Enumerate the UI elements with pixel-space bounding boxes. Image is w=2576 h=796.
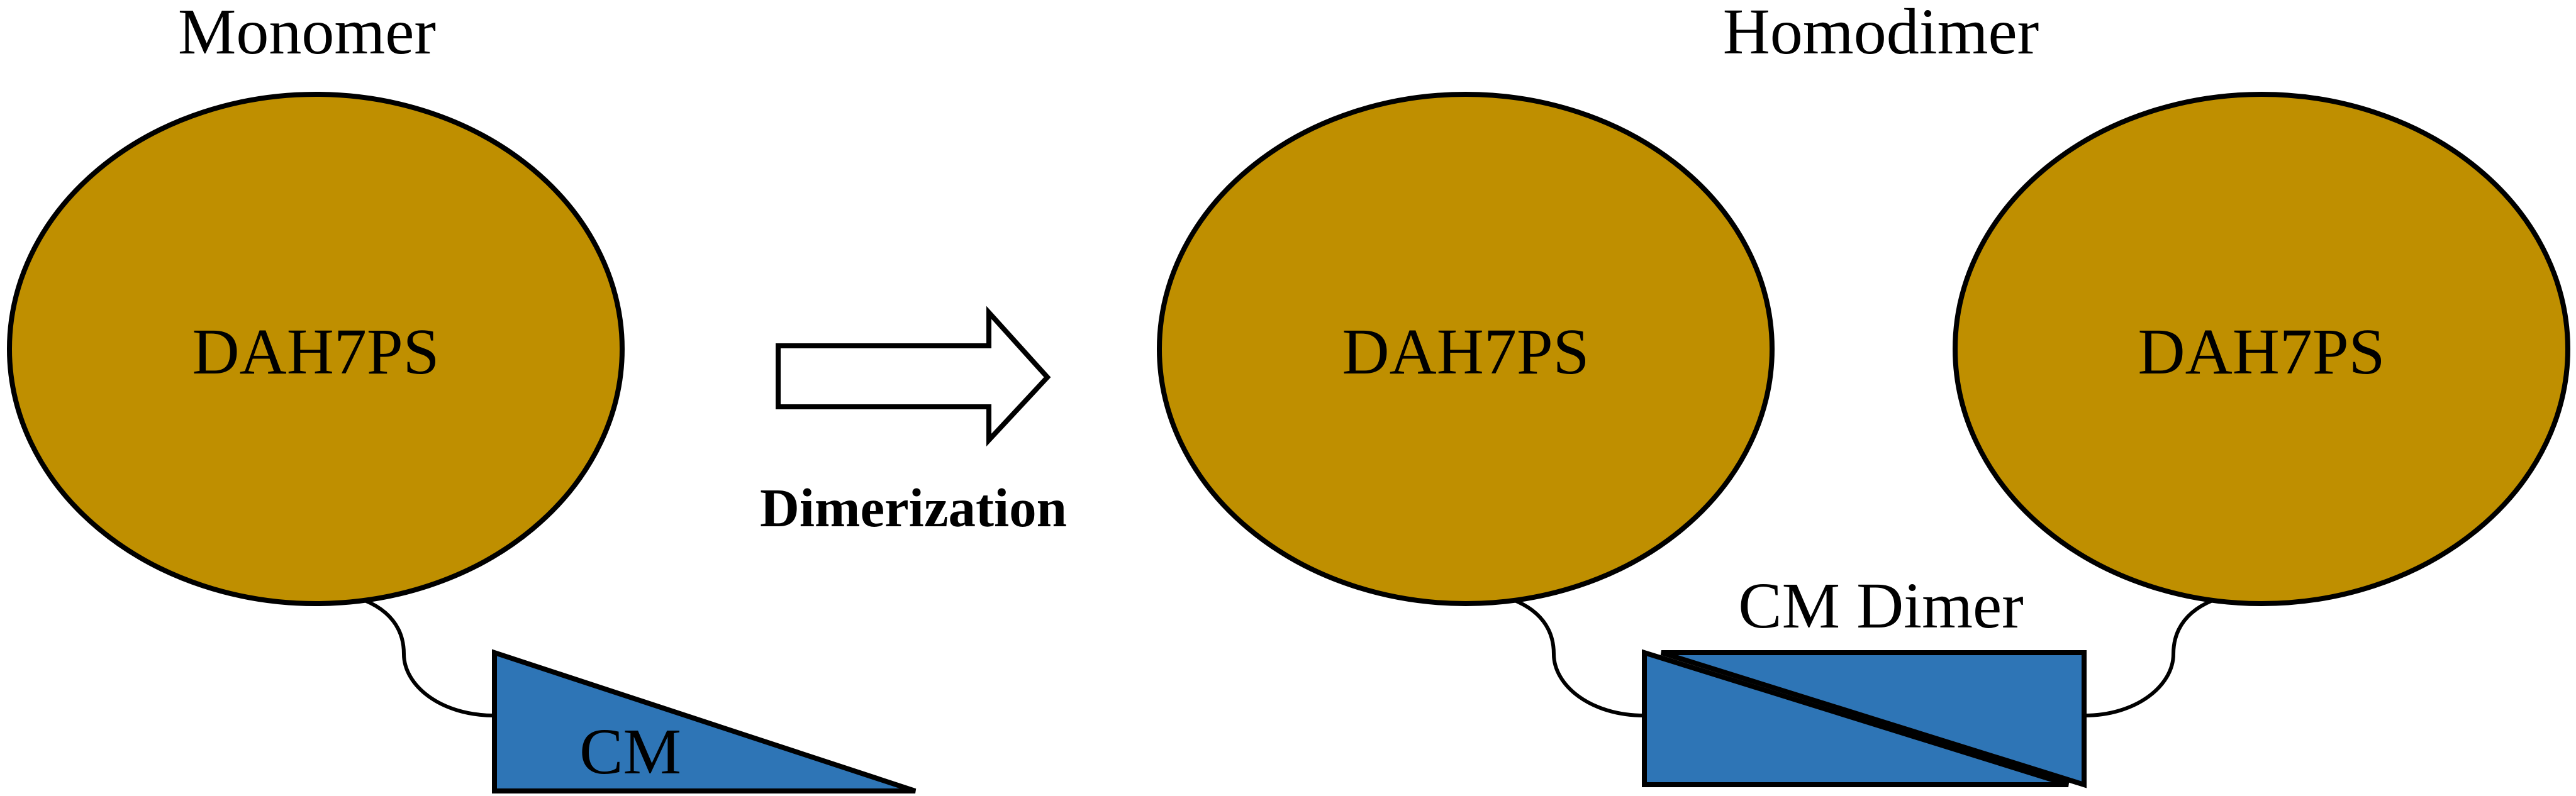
homodimer-heading: Homodimer <box>1723 0 2039 68</box>
dimerization-label: Dimerization <box>760 477 1067 538</box>
homodimer-left-dah7ps-domain <box>1157 92 1775 606</box>
monomer-panel: Monomer DAH7PS CM <box>7 0 917 793</box>
homodimer-left-linker <box>1514 599 1645 717</box>
dimerization-transition: Dimerization <box>760 306 1067 538</box>
homodimer-right-dah7ps-domain <box>1953 92 2570 606</box>
monomer-cm-label: CM <box>579 716 681 788</box>
cm-dimer-lower-subunit <box>1642 649 2070 787</box>
monomer-cm-domain <box>492 649 917 793</box>
monomer-linker <box>364 599 495 717</box>
homodimer-right-linker <box>2083 599 2214 717</box>
homodimer-panel: Homodimer DAH7PS DAH7PS CM Dimer <box>1157 0 2570 788</box>
cm-dimer-label: CM Dimer <box>1738 570 2024 642</box>
homodimer-right-dah7ps-label: DAH7PS <box>2138 316 2385 388</box>
homodimer-left-dah7ps-label: DAH7PS <box>1342 316 1590 388</box>
cm-dimer-upper-subunit <box>1660 650 2087 788</box>
monomer-heading: Monomer <box>178 0 436 68</box>
cm-dimer <box>1642 649 2087 788</box>
monomer-dah7ps-domain <box>7 92 625 606</box>
dimerization-arrow <box>776 306 1051 447</box>
monomer-dah7ps-label: DAH7PS <box>192 316 440 388</box>
